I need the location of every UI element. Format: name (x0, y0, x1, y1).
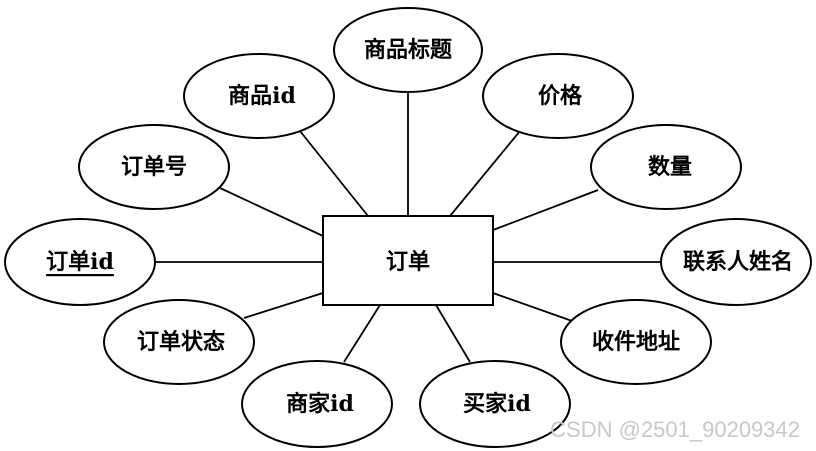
attribute-ellipse (333, 7, 483, 93)
attribute-order-id: 订单id (4, 218, 156, 306)
attribute-ellipse (419, 360, 571, 448)
attribute-label: 订单号 (121, 154, 187, 180)
attribute-ellipse (560, 299, 712, 385)
connectors (154, 92, 662, 363)
connector-price (449, 130, 521, 217)
connector-buyer-id (435, 304, 471, 363)
watermark: CSDN @2501_90209342 (550, 417, 800, 442)
attribute-ellipse (103, 299, 255, 385)
attribute-label: 订单状态 (137, 329, 225, 355)
attribute-buyer-id: 买家id (419, 360, 571, 448)
attribute-ellipse (78, 124, 230, 210)
attribute-ellipse (660, 218, 812, 306)
attribute-label: 商品id (228, 83, 296, 109)
connector-order-status (243, 292, 324, 319)
entity-box (322, 215, 494, 306)
entity-order: 订单 (322, 215, 494, 306)
attribute-quantity: 数量 (590, 124, 742, 210)
attribute-ellipse (241, 360, 393, 448)
attribute-label: 价格 (538, 83, 583, 109)
attribute-label: 买家id (463, 391, 531, 417)
attribute-label: 订单id (46, 249, 114, 275)
attribute-label: 商家id (286, 391, 354, 417)
attribute-label: 商品标题 (364, 37, 453, 63)
connector-product-id (299, 130, 369, 217)
attribute-ellipse (183, 53, 335, 139)
attribute-order-number: 订单号 (78, 124, 230, 210)
attribute-price: 价格 (482, 53, 634, 139)
attribute-product-id: 商品id (183, 53, 335, 139)
attribute-shipping-address: 收件地址 (560, 299, 712, 385)
entity-label: 订单 (386, 249, 430, 275)
attribute-ellipse (482, 53, 634, 139)
connector-order-number (219, 187, 324, 237)
attribute-ellipse (590, 124, 742, 210)
attribute-merchant-id: 商家id (241, 360, 393, 448)
attribute-label: 数量 (648, 154, 692, 180)
connector-shipping-address (492, 292, 576, 323)
attribute-ellipse (4, 218, 156, 306)
connector-quantity (492, 189, 599, 231)
attribute-product-title: 商品标题 (333, 7, 483, 93)
attribute-contact-name: 联系人姓名 (660, 218, 812, 306)
attribute-label: 联系人姓名 (683, 249, 793, 275)
attribute-order-status: 订单状态 (103, 299, 255, 385)
attribute-label: 收件地址 (592, 329, 680, 355)
connector-merchant-id (343, 304, 381, 363)
